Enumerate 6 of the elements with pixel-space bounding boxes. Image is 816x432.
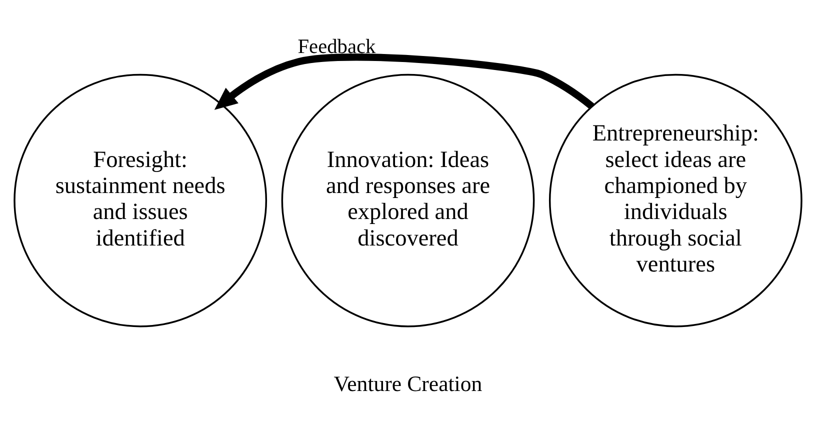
- node-circle: Entrepreneurship: select ideas are championed by individuals through social ventures: [548, 74, 802, 328]
- edge-label: Feedback: [298, 36, 376, 58]
- label: Venture Creation: [334, 372, 482, 396]
- arrow: [214, 53, 594, 110]
- node-circle: Innovation: Ideas and responses are explored and discovered: [281, 74, 535, 328]
- node-circle: Foresight: sustainment needs and issues identified: [14, 74, 268, 328]
